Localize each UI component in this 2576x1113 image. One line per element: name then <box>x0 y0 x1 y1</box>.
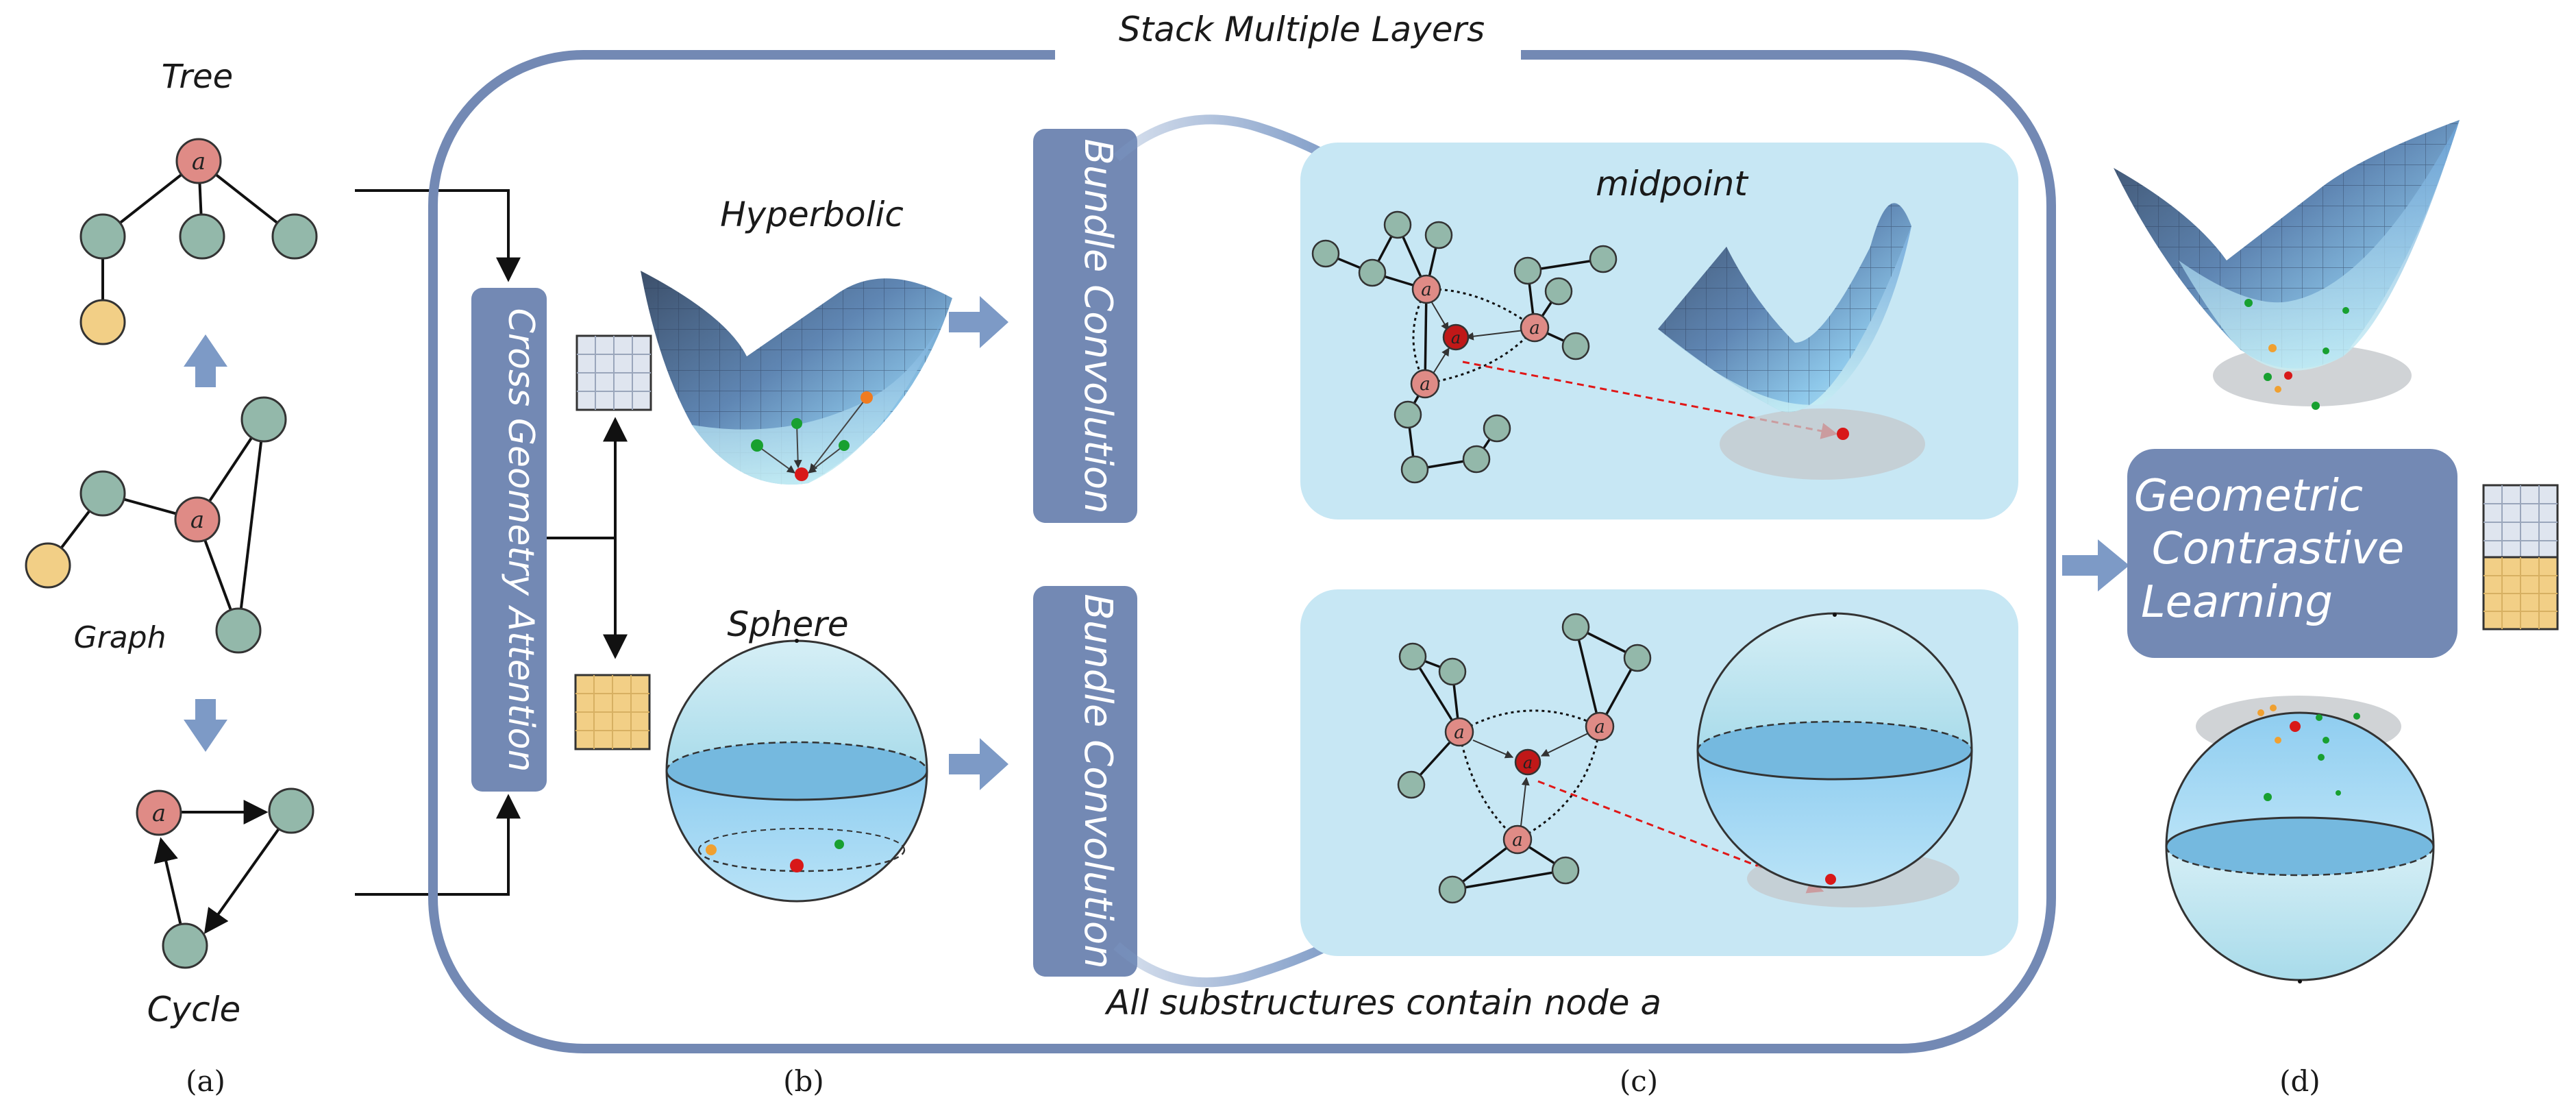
cycle-title: Cycle <box>147 990 241 1029</box>
svg-text:a: a <box>1451 328 1461 347</box>
bundle-convolution-bottom-label: Bundle Convolution <box>1076 594 1120 968</box>
cycle-node <box>162 922 208 969</box>
cycle-node <box>268 787 314 834</box>
gcl-label-line2: Contrastive <box>2152 524 2405 574</box>
svg-text:a: a <box>1420 374 1431 395</box>
tree-leaf-node <box>79 299 126 345</box>
tree-node <box>79 213 126 260</box>
hyperbolic-title: Hyperbolic <box>720 195 904 234</box>
svg-text:a: a <box>1523 753 1533 772</box>
graph-center-node <box>174 496 221 543</box>
sphere-embedding-matrix <box>574 674 651 750</box>
panel-d-caption: (d) <box>2279 1064 2320 1098</box>
bundle-convolution-top-box <box>1033 129 1137 523</box>
panel-a-structures: Tree a a Graph <box>25 58 318 1029</box>
tree-root-node <box>175 138 222 184</box>
bottom-substructure-graph: a a a a <box>1397 613 1652 904</box>
up-arrow <box>184 334 227 387</box>
contrastive-hyperbolic-matrix <box>2482 484 2559 559</box>
top-substructure-graph: a a a a <box>1311 210 1618 484</box>
midpoint-title: midpoint <box>1596 164 1749 204</box>
gcl-label-line3: Learning <box>2141 577 2333 628</box>
curved-arrow-top <box>1113 114 1346 169</box>
panel-b-caption: (b) <box>783 1064 824 1098</box>
tree-node <box>179 213 225 260</box>
arrow-to-bundle-bottom <box>949 738 1008 790</box>
gcl-label-line1: Geometric <box>2134 471 2363 522</box>
arrow-to-contrastive <box>2062 539 2129 591</box>
cross-geometry-attention-box <box>471 288 547 792</box>
tree-title: Tree <box>162 58 233 96</box>
cycle-node-a-label: a <box>152 800 166 827</box>
graph-leaf-node <box>25 542 71 589</box>
bundle-convolution-bottom-box <box>1033 586 1137 977</box>
bottom-sphere-shape <box>1696 612 1973 907</box>
arrow-to-bundle-top <box>949 296 1008 348</box>
tree-node <box>271 213 318 260</box>
panel-c-caption: (c) <box>1620 1064 1658 1098</box>
cycle-node-a <box>136 790 182 836</box>
cross-geometry-attention-label: Cross Geometry Attention <box>500 308 541 772</box>
graph-node <box>240 396 287 443</box>
graph-title: Graph <box>74 620 166 655</box>
contrastive-sphere-matrix <box>2482 556 2559 631</box>
top-hyperbolic-surface <box>1658 203 1925 480</box>
hyperbolic-surface <box>641 271 952 485</box>
svg-text:a: a <box>1594 717 1605 737</box>
panel-a-caption: (a) <box>186 1064 225 1098</box>
attention-connectors <box>547 417 628 659</box>
svg-text:a: a <box>1529 318 1540 339</box>
svg-text:a: a <box>1421 280 1432 300</box>
tree-root-label: a <box>192 148 206 175</box>
sphere-shape <box>665 639 928 903</box>
geometric-contrastive-learning-box <box>2127 449 2457 658</box>
substructures-caption: All substructures contain node a <box>1104 983 1661 1023</box>
bundle-convolution-top-label: Bundle Convolution <box>1076 138 1120 513</box>
input-connectors <box>355 189 521 896</box>
graph-node <box>79 470 126 517</box>
graph-center-label: a <box>190 506 204 534</box>
svg-text:a: a <box>1454 722 1465 743</box>
hyperbolic-embedding-matrix <box>575 334 652 411</box>
down-arrow <box>184 699 227 752</box>
curved-arrow-bottom <box>1113 934 1346 988</box>
contrastive-sphere <box>2165 696 2435 983</box>
svg-text:a: a <box>1512 830 1523 851</box>
midpoint-arrow-bottom <box>1537 780 1824 894</box>
stack-layers-title: Stack Multiple Layers <box>1119 10 1485 49</box>
graph-node <box>215 607 262 654</box>
contrastive-hyperbolic-surface <box>2114 120 2460 410</box>
sphere-title: Sphere <box>727 604 848 644</box>
